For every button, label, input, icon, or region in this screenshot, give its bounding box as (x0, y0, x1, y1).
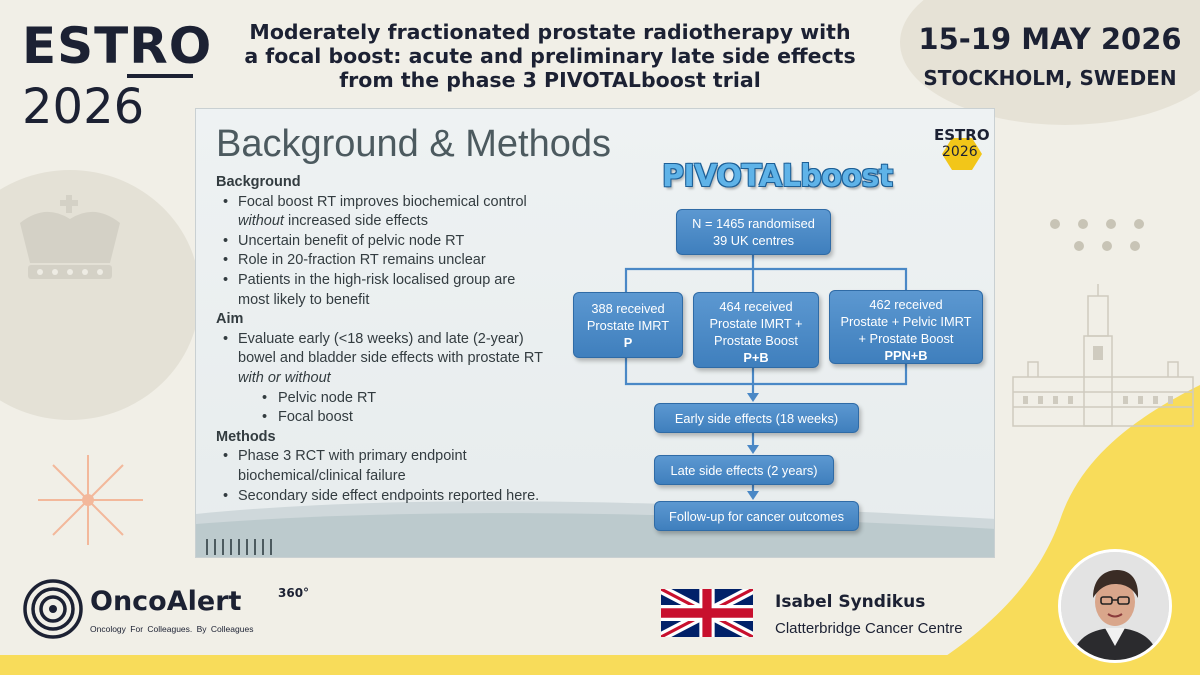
slide-bullet-continuation: bowel and bladder side effects with pros… (238, 350, 543, 367)
estro-logo-word: ESTRO (22, 17, 213, 75)
arm-pb-code: P+B (743, 350, 769, 365)
flow-box-late-side-effects: Late side effects (2 years) (654, 455, 834, 485)
arm-ppnb-line-1: 462 received (869, 297, 943, 312)
slide-title: Background & Methods (216, 123, 612, 165)
slide-estro-badge: ESTRO 2026 (934, 124, 990, 174)
headline: Moderately fractionated prostate radioth… (195, 20, 905, 92)
arm-pb-line-2: Prostate IMRT + (709, 316, 803, 331)
slide-bullet: Patients in the high-risk localised grou… (216, 271, 543, 291)
randomised-line-1: N = 1465 randomised (692, 216, 815, 231)
flow-box-arm-p: 388 received Prostate IMRT P (573, 292, 683, 358)
crown-icon (20, 195, 120, 279)
flow-box-randomised: N = 1465 randomised 39 UK centres (676, 209, 831, 255)
randomised-line-2: 39 UK centres (712, 233, 795, 248)
speaker-photo (1058, 549, 1172, 663)
estro-logo-underline (127, 74, 193, 78)
oncoalert-name: OncoAlert (90, 586, 242, 617)
slide-section-heading: Methods (216, 428, 276, 445)
uk-flag-icon (661, 589, 753, 637)
speaker-affiliation: Clatterbridge Cancer Centre (775, 620, 963, 637)
event-date: 15-19 MAY 2026 (918, 22, 1182, 56)
slide-italic-word: without (238, 213, 284, 230)
slide-bullet: Evaluate early (<18 weeks) and late (2-y… (216, 330, 543, 350)
slide-bullet-continuation: without increased side effects (216, 212, 543, 232)
arm-p-line-1: 388 received (591, 301, 665, 316)
slide-bullet: Uncertain benefit of pelvic node RT (216, 232, 543, 252)
badge-word: ESTRO (934, 126, 990, 144)
headline-line-3: from the phase 3 PIVOTALboost trial (339, 68, 761, 92)
arm-p-code: P (623, 335, 633, 350)
slide-line-rest: increased side effects (283, 213, 428, 230)
arm-p-line-2: Prostate IMRT (586, 318, 670, 333)
arm-ppnb-line-2: Prostate + Pelvic IMRT (840, 314, 972, 329)
slide-progress-bars (206, 539, 272, 555)
oncoalert-tagline: Oncology For Colleagues. By Colleagues (90, 624, 254, 634)
slide-bullet: Phase 3 RCT with primary endpoint (216, 447, 543, 467)
background-blob (0, 170, 200, 420)
slide-bullet-continuation: with or without (238, 369, 331, 386)
oncoalert-logo: OncoAlert 360° Oncology For Colleagues. … (22, 578, 309, 645)
arm-ppnb-code: PPN+B (884, 348, 928, 363)
speaker-name: Isabel Syndikus (775, 592, 926, 612)
oncoalert-rings-icon (23, 579, 83, 639)
slide-bullet-continuation: biochemical/clinical failure (238, 467, 406, 484)
dots-icon (1050, 219, 1144, 251)
arm-pb-line-3: Prostate Boost (714, 333, 798, 348)
arm-ppnb-line-3: + Prostate Boost (858, 331, 954, 346)
slide-bullet-continuation: most likely to benefit (238, 291, 370, 308)
slide-bullet: Role in 20-fraction RT remains unclear (216, 251, 543, 271)
flow-box-follow-up: Follow-up for cancer outcomes (654, 501, 859, 531)
estro-logo: ESTRO 2026 (22, 17, 213, 135)
slide-text-column: BackgroundFocal boost RT improves bioche… (216, 173, 543, 506)
headline-line-1: Moderately fractionated prostate radioth… (249, 20, 851, 44)
badge-year: 2026 (942, 144, 978, 160)
headline-line-2: a focal boost: acute and preliminary lat… (244, 44, 856, 68)
oncoalert-superscript: 360° (278, 586, 310, 600)
starburst-icon (38, 455, 143, 545)
flowchart-connectors (624, 255, 908, 500)
slide-bullet: Secondary side effect endpoints reported… (216, 487, 543, 507)
flow-box-early-side-effects: Early side effects (18 weeks) (654, 403, 859, 433)
badge-hexagon (942, 138, 982, 170)
event-city: STOCKHOLM, SWEDEN (923, 66, 1177, 90)
estro-logo-year: 2026 (22, 79, 145, 135)
slide-sub-bullet: Pelvic node RT (216, 389, 543, 409)
slide-bullet: Focal boost RT improves biochemical cont… (216, 193, 543, 213)
slide-sub-bullet: Focal boost (216, 408, 543, 428)
slide-section-heading: Background (216, 174, 301, 190)
flow-box-arm-pb: 464 received Prostate IMRT + Prostate Bo… (693, 292, 819, 368)
speaker-portrait-icon (1061, 552, 1169, 660)
slide-section-heading: Aim (216, 311, 244, 328)
pivotalboost-logo: PIVOTALboost (662, 159, 893, 194)
arm-pb-line-1: 464 received (719, 299, 793, 314)
city-hall-icon (1012, 284, 1194, 427)
flow-box-arm-ppnb: 462 received Prostate + Pelvic IMRT + Pr… (829, 290, 983, 364)
presentation-slide: Background & Methods ESTRO 2026 Backgrou… (195, 108, 995, 558)
